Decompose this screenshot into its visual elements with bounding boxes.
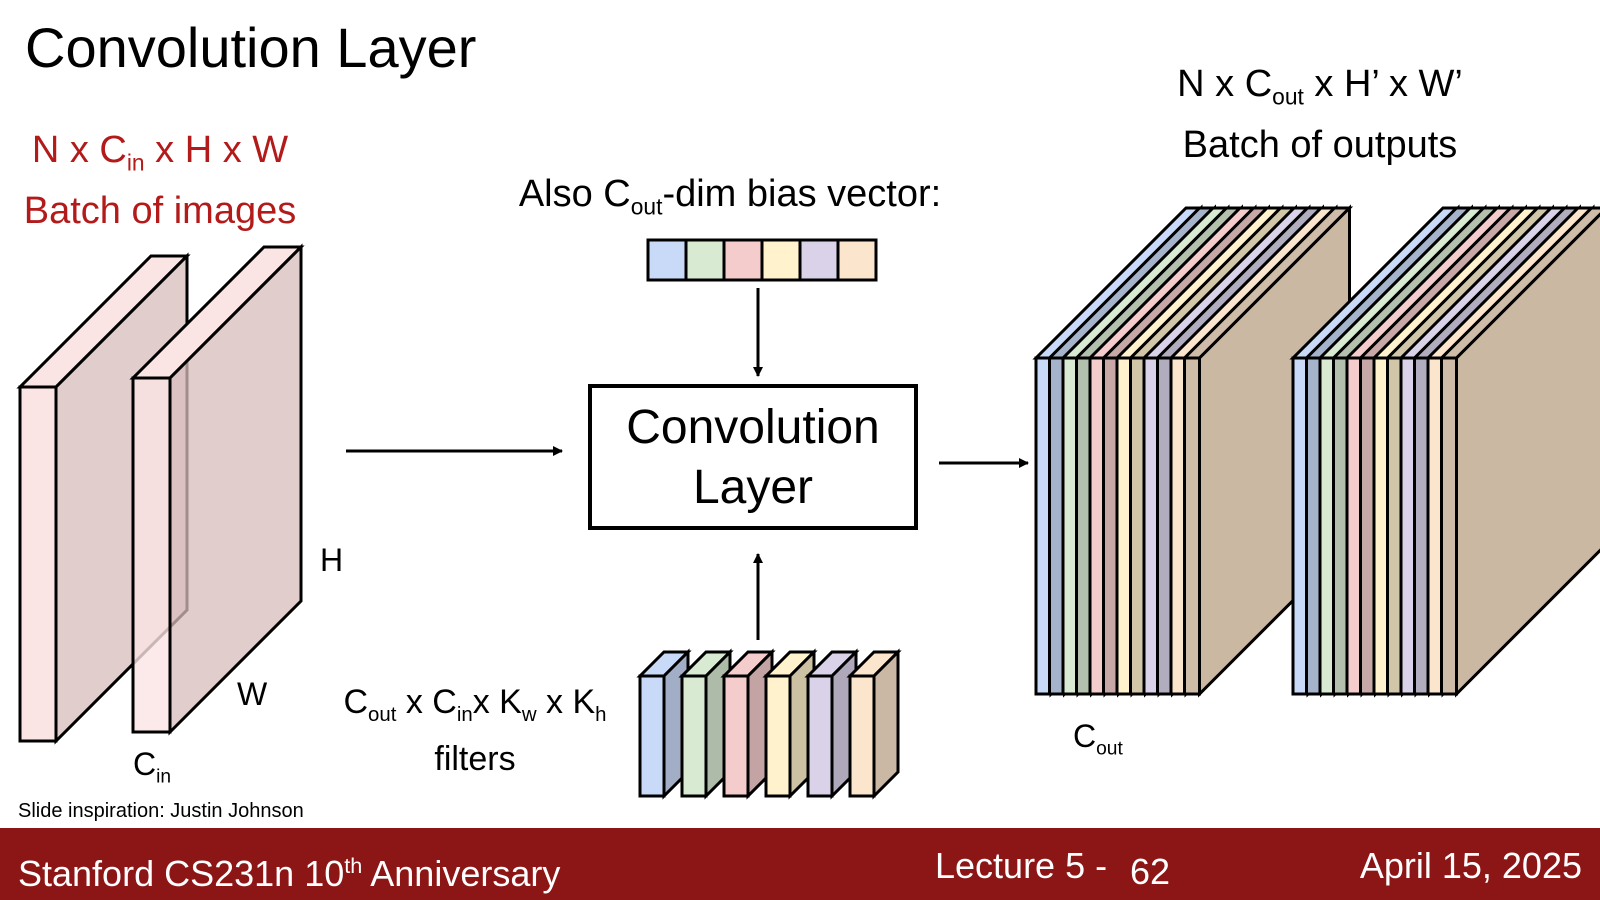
input-caption: Batch of images: [23, 189, 297, 232]
filters-kh-sub: h: [595, 703, 607, 726]
output-shape-text: N x C: [1177, 63, 1273, 105]
output-channels-sub: out: [1096, 738, 1123, 760]
filters-kw-sub: w: [521, 703, 537, 726]
filters-cin-sub: in: [456, 703, 473, 726]
footer-bar: Stanford CS231n 10th Anniversary Lecture…: [0, 828, 1600, 900]
input-channels-c: C: [133, 746, 157, 782]
filters-x2: x K: [472, 683, 522, 721]
bias-cell: [760, 238, 802, 282]
output-caption: Batch of outputs: [1182, 123, 1458, 166]
bias-sub: out: [630, 193, 663, 220]
output-volume-2: [1289, 204, 1600, 698]
output-channels-label: Cout: [1073, 718, 1123, 760]
output-shape-rest: x H’ x W’: [1303, 63, 1463, 105]
filter-kernel: [846, 648, 902, 800]
input-shape-rest: x H x W: [144, 129, 289, 171]
footer-course-text: Stanford CS231n 10: [18, 853, 345, 894]
layer-box-line1: Convolution: [626, 401, 880, 454]
footer-course-sup: th: [344, 853, 363, 878]
output-channel-slice: [1437, 206, 1600, 698]
filters-label: Cout x Cinx Kw x Kh filters: [320, 680, 630, 781]
output-shape-sub: out: [1272, 83, 1304, 110]
output-volume-1: [1032, 204, 1354, 698]
filters-x3: x K: [536, 683, 596, 721]
footer-course-rest: Anniversary: [362, 853, 561, 894]
bias-cell: [684, 238, 726, 282]
bias-cell: [836, 238, 878, 282]
input-channels-label: Cin: [133, 746, 171, 788]
input-channels-sub: in: [156, 766, 172, 788]
bias-suffix: -dim bias vector:: [662, 173, 942, 215]
filters-group: [636, 648, 902, 800]
footer-course: Stanford CS231n 10th Anniversary: [18, 846, 560, 894]
input-shape-label: N x Cin x H x W Batch of images: [0, 126, 320, 235]
output-shape-label: N x Cout x H’ x W’ Batch of outputs: [1100, 60, 1540, 169]
bias-vector: [646, 238, 878, 282]
input-width-label: W: [237, 676, 268, 712]
input-shape-sub: in: [126, 149, 145, 176]
bias-cell: [798, 238, 840, 282]
input-height-label: H: [320, 542, 344, 578]
layer-box-line2: Layer: [692, 461, 814, 514]
filters-x1: x C: [396, 683, 457, 721]
output-channels-c: C: [1073, 718, 1097, 754]
filters-c-sub: out: [368, 703, 397, 726]
slide-title: Convolution Layer: [25, 16, 477, 79]
bias-cell: [646, 238, 688, 282]
slide-credit: Slide inspiration: Justin Johnson: [18, 800, 304, 822]
filters-c: C: [343, 683, 369, 721]
input-image-2: [129, 243, 305, 736]
convolution-layer-box: Convolution Layer: [588, 384, 918, 530]
bias-cell: [722, 238, 764, 282]
bias-label: Also Cout-dim bias vector:: [470, 170, 990, 231]
input-shape-text: N x C: [31, 129, 127, 171]
footer-page-number: 62: [1130, 851, 1171, 892]
filters-caption: filters: [434, 739, 516, 778]
footer-date: April 15, 2025: [1359, 845, 1582, 886]
bias-prefix: Also C: [518, 173, 631, 215]
output-channel-slice: [1180, 204, 1354, 698]
footer-lecture: Lecture 5 -: [935, 845, 1108, 886]
